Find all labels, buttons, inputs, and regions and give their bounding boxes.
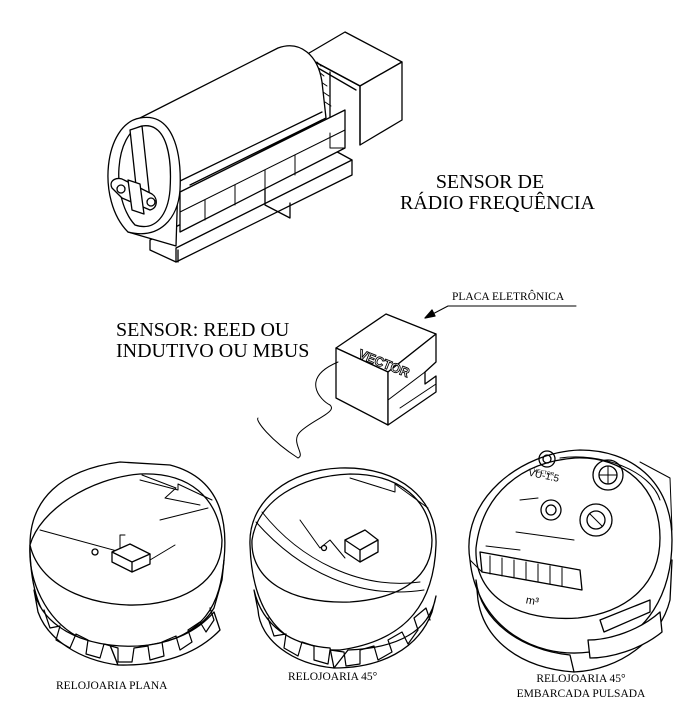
register-45 (249, 467, 437, 669)
flat-register (29, 461, 226, 666)
embedded-register-label: RELOJOARIA 45° EMBARCADA PULSADA (496, 672, 666, 702)
radio-sensor-label-line2: RÁDIO FREQUÊNCIA (400, 192, 595, 214)
radio-sensor-label: SENSOR DE RÁDIO FREQUÊNCIA (400, 171, 595, 214)
embedded-pulsed-register (468, 449, 673, 673)
flat-register-label: RELOJOARIA PLANA (56, 680, 168, 692)
electronic-board-label: PLACA ELETRÔNICA (452, 291, 565, 303)
embedded-register-label-line2: EMBARCADA PULSADA (516, 688, 646, 700)
sensor-type-label-line1: SENSOR: REED OU (116, 319, 290, 341)
meter-unit-text: m³ (525, 594, 540, 608)
sensor-type-label-line2: INDUTIVO OU MBUS (116, 340, 310, 362)
electronic-board (257, 305, 577, 459)
meter-brand-text: VECTOR (533, 468, 555, 478)
embedded-register-label-line1: RELOJOARIA 45° (536, 673, 626, 685)
radio-frequency-sensor (107, 31, 403, 263)
radio-sensor-label-line1: SENSOR DE (435, 171, 545, 193)
register-45-label: RELOJOARIA 45° (288, 671, 378, 683)
sensor-type-label: SENSOR: REED OU INDUTIVO OU MBUS (116, 320, 309, 362)
